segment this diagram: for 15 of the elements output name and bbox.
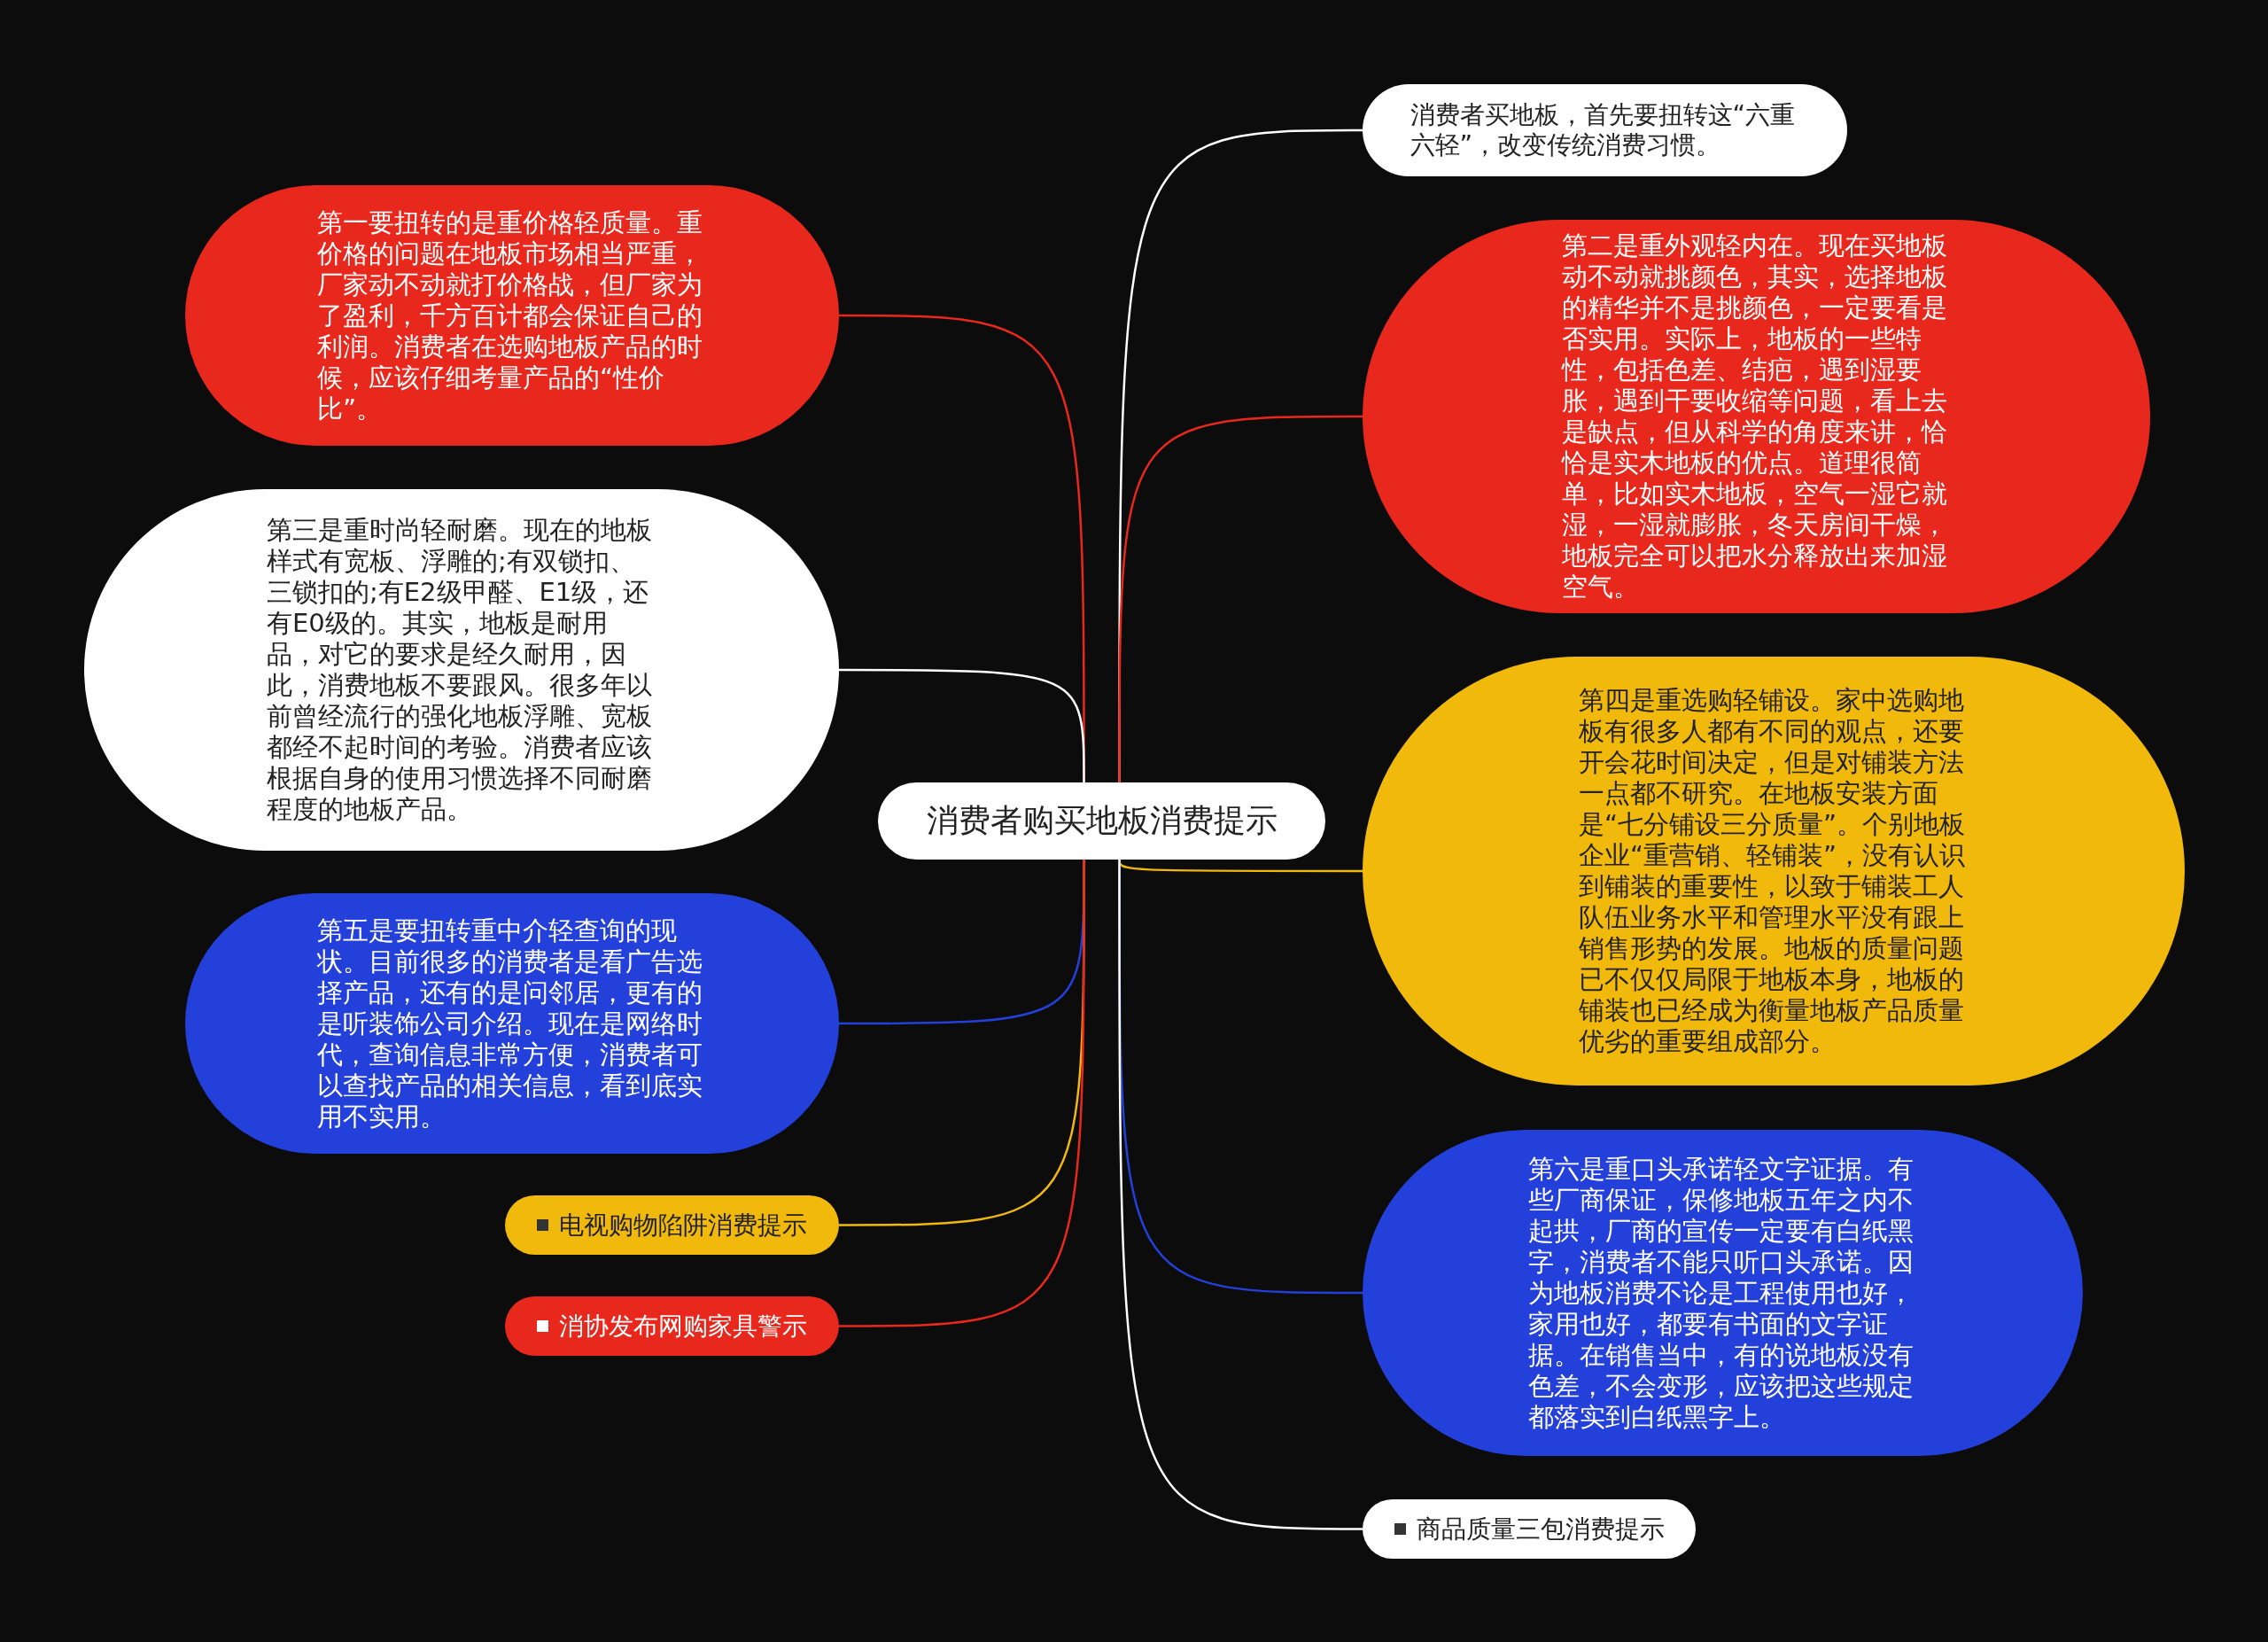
link-text: 商品质量三包消费提示: [1416, 1513, 1665, 1545]
topic-text: 第五是要扭转重中介轻查询的现状。目前很多的消费者是看广告选择产品，还有的是问邻居，更有的是听装饰公司介绍。现在是网络时代，查询信息非常方便，消费者可以查找产品的相关信息，看到底实用不实用。: [317, 914, 703, 1132]
topic-text: 消费者购买地板消费提示: [926, 801, 1278, 840]
topic-text: 消费者买地板，首先要扭转这“六重六轻”，改变传统消费习惯。: [1410, 100, 1796, 160]
connector-line: [1118, 860, 1363, 1530]
topic-text: 第三是重时尚轻耐磨。现在的地板样式有宽板、浮雕的;有双锁扣、三锁扣的;有E2级甲醛、E1级，还有E0级的。其实，地板是耐用品，对它的要求是经久耐用，因此，消费地板不要跟风。很多年以前曾经流行的强化地板浮雕、宽板都经不起时间的考验。消费者应该根据自身的使用习惯选择不同耐磨程度的地板产品。: [267, 515, 653, 825]
topic-text: 第四是重选购轻铺设。家中选购地板有很多人都有不同的观点，还要开会花时间决定，但是对铺装方法一点都不研究。在地板安装方面是“七分铺设三分质量”。个别地板企业“重营销、轻铺装”，没有认识到铺装的重要性，以致于铺装工人队伍业务水平和管理水平没有跟上销售形势的发展。地板的质量问题已不仅仅局限于地板本身，地板的铺装也已经成为衡量地板产品质量优劣的重要组成部分。: [1579, 685, 1967, 1057]
link-text: 消协发布网购家具警示: [559, 1310, 807, 1342]
topic-text: 第一要扭转的是重价格轻质量。重价格的问题在地板市场相当严重，厂家动不动就打价格战，但厂家为了盈利，千方百计都会保证自己的利润。消费者在选购地板产品的时候，应该仔细考量产品的“性价比”。: [317, 206, 703, 424]
connector-line: [1118, 415, 1363, 782]
connector-line: [839, 860, 1085, 1327]
topic-text: 第六是重口头承诺轻文字证据。有些厂商保证，保修地板五年之内不起拱，厂商的宣传一定要有白纸黑字，消费者不能只听口头承诺。因为地板消费不论是工程使用也好，家用也好，都要有书面的文字证据。在销售当中，有的说地板没有色差，不会变形，应该把这些规定都落实到白纸黑字上。: [1527, 1153, 1915, 1433]
connector-line: [839, 668, 1085, 782]
link-text: 电视购物陷阱消费提示: [559, 1209, 807, 1241]
topic-text: 第二是重外观轻内在。现在买地板动不动就挑颜色，其实，选择地板的精华并不是挑颜色，一定要看是否实用。实际上，地板的一些特性，包括色差、结疤，遇到湿要胀，遇到干要收缩等问题，看上去是缺点，但从科学的角度来讲，恰恰是实木地板的优点。道理很简单，比如实木地板，空气一湿它就湿，一湿就膨胀，冬天房间干燥，地板完全可以把水分释放出来加湿空气。: [1561, 230, 1948, 603]
